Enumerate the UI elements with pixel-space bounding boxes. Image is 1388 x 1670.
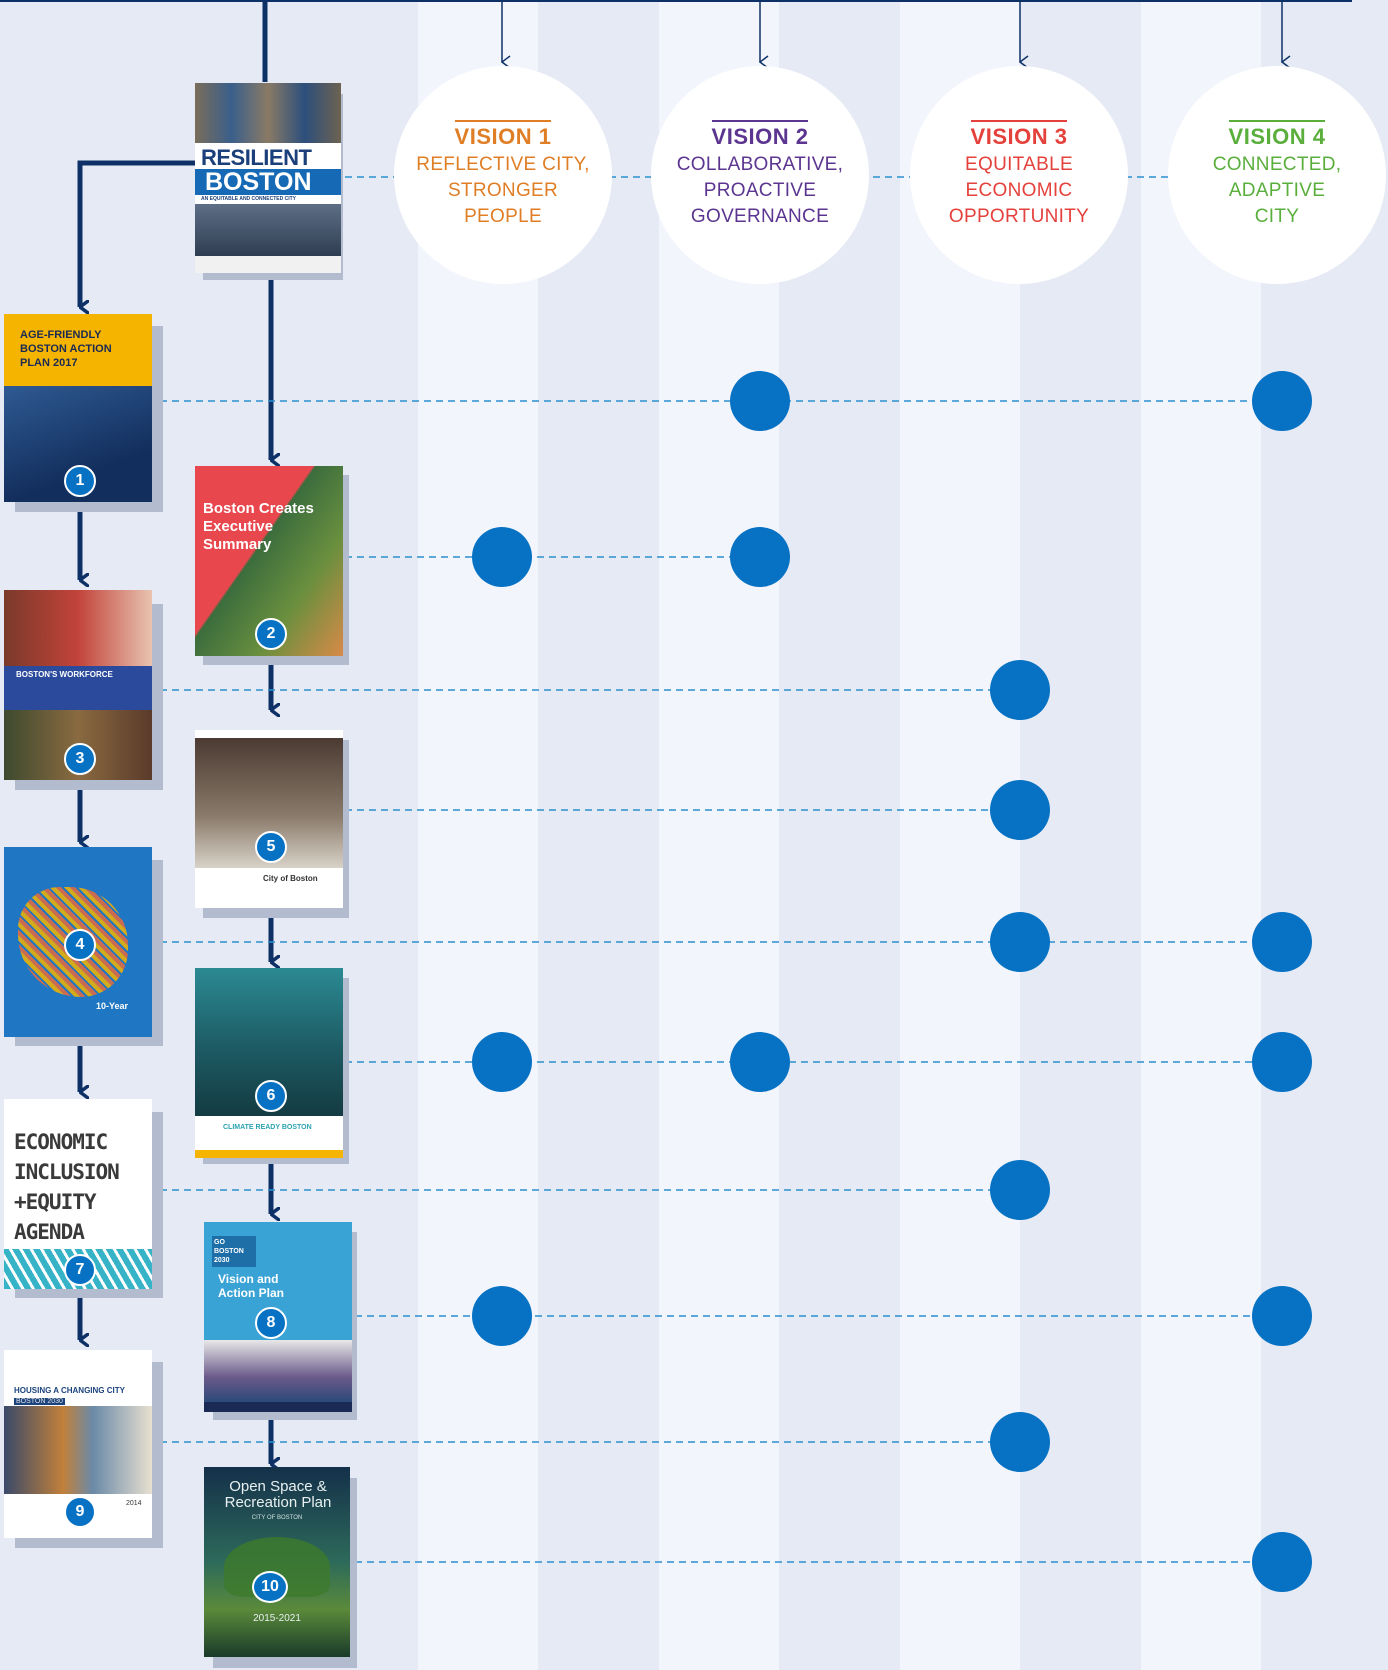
impact-dot-plan-4-vision-3 — [990, 912, 1050, 972]
vision-2-subtitle: COLLABORATIVE, PROACTIVE GOVERNANCE — [676, 154, 844, 227]
cover-title-line1: RESILIENT — [201, 145, 312, 170]
plan-10-cover-sub: CITY OF BOSTON — [251, 1515, 303, 1521]
vision-2-circle: VISION 2 COLLABORATIVE, PROACTIVE GOVERN… — [651, 66, 869, 284]
plan-10-cover: Open Space & Recreation Plan CITY OF BOS… — [204, 1467, 350, 1657]
impact-dot-plan-6-vision-1 — [472, 1032, 532, 1092]
plan-8-cover-tag: GO BOSTON 2030 — [212, 1236, 256, 1267]
plan-9-badge: 9 — [64, 1496, 96, 1528]
column-stripe — [1141, 0, 1261, 1670]
plan-9-cover-sub: BOSTON 2030 — [14, 1398, 65, 1405]
impact-dot-plan-5-vision-3 — [990, 780, 1050, 840]
plan-7-badge: 7 — [64, 1254, 96, 1286]
impact-dot-plan-3-vision-3 — [990, 660, 1050, 720]
vision-4-subtitle: CONNECTED, ADAPTIVE CITY — [1212, 154, 1342, 227]
plan-7-cover-title: ECONOMIC INCLUSION +EQUITY AGENDA — [14, 1130, 120, 1244]
plan-1-badge: 1 — [64, 465, 96, 497]
plan-5-cover-title: City of Boston — [263, 874, 318, 883]
plan-6-cover-title: CLIMATE READY BOSTON — [223, 1124, 312, 1131]
resilient-boston-cover: RESILIENT BOSTON AN EQUITABLE AND CONNEC… — [195, 83, 341, 273]
plan-5-badge: 5 — [255, 831, 287, 863]
vision-1-title: VISION 1 — [454, 120, 552, 150]
impact-dot-plan-4-vision-4 — [1252, 912, 1312, 972]
photo-group — [195, 204, 341, 256]
plan-2-cover-title: Boston Creates Executive Summary — [203, 500, 314, 553]
impact-dot-plan-8-vision-4 — [1252, 1286, 1312, 1346]
impact-dot-plan-7-vision-3 — [990, 1160, 1050, 1220]
plan-10-cover-year: 2015-2021 — [253, 1613, 301, 1624]
cover-logos — [195, 256, 341, 273]
plan-1-cover-title: AGE-FRIENDLY BOSTON ACTION PLAN 2017 — [20, 329, 112, 369]
plan-5-cover: City of Boston — [195, 730, 343, 908]
impact-dot-plan-6-vision-2 — [730, 1032, 790, 1092]
plan-4-badge: 4 — [64, 929, 96, 961]
plan-8-badge: 8 — [255, 1307, 287, 1339]
plan-8-cover-title: Vision and Action Plan — [218, 1272, 285, 1300]
impact-dot-plan-6-vision-4 — [1252, 1032, 1312, 1092]
vision-4-circle: VISION 4 CONNECTED, ADAPTIVE CITY — [1168, 66, 1386, 284]
impact-dot-plan-2-vision-1 — [472, 527, 532, 587]
vision-4-title: VISION 4 — [1228, 120, 1326, 150]
plan-3-cover-title: BOSTON'S WORKFORCE — [16, 670, 113, 679]
impact-dot-plan-8-vision-1 — [472, 1286, 532, 1346]
plan-9-cover-year: 2014 — [126, 1500, 142, 1507]
plan-4-cover-title: 10-Year — [96, 1001, 129, 1011]
plan-6-cover: CLIMATE READY BOSTON — [195, 968, 343, 1158]
photo-collage-top — [195, 83, 341, 143]
plan-9-cover-title: HOUSING A CHANGING CITY — [14, 1386, 125, 1395]
impact-dot-plan-2-vision-2 — [730, 527, 790, 587]
vision-3-circle: VISION 3 EQUITABLE ECONOMIC OPPORTUNITY — [910, 66, 1128, 284]
cover-title-line2: BOSTON — [195, 168, 341, 196]
cover-tagline: AN EQUITABLE AND CONNECTED CITY — [201, 196, 296, 202]
impact-dot-plan-9-vision-3 — [990, 1412, 1050, 1472]
vision-1-subtitle: REFLECTIVE CITY, STRONGER PEOPLE — [416, 154, 590, 227]
vision-3-subtitle: EQUITABLE ECONOMIC OPPORTUNITY — [948, 154, 1090, 227]
impact-dot-plan-1-vision-4 — [1252, 371, 1312, 431]
plan-10-badge: 10 — [252, 1571, 288, 1603]
vision-1-circle: VISION 1 REFLECTIVE CITY, STRONGER PEOPL… — [394, 66, 612, 284]
vision-3-title: VISION 3 — [970, 120, 1068, 150]
plan-2-badge: 2 — [255, 618, 287, 650]
plan-3-badge: 3 — [64, 743, 96, 775]
plan-6-badge: 6 — [255, 1080, 287, 1112]
plan-10-cover-title: Open Space & Recreation Plan — [224, 1478, 332, 1511]
impact-dot-plan-10-vision-4 — [1252, 1532, 1312, 1592]
root-to-plan1 — [77, 160, 195, 307]
vision-2-title: VISION 2 — [711, 120, 809, 150]
impact-dot-plan-1-vision-2 — [730, 371, 790, 431]
